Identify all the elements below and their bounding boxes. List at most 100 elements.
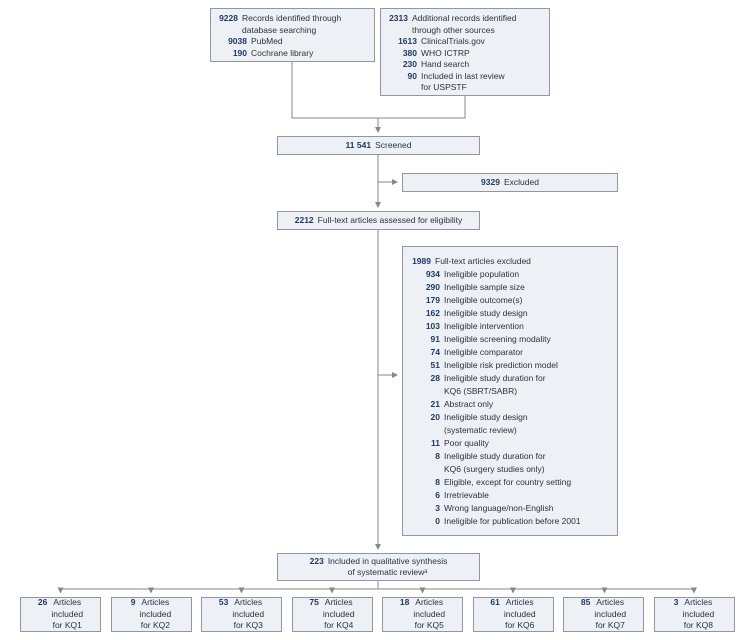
count-label: Articles included for KQ1 [51,597,84,631]
count-value: 9038 [228,36,247,46]
flow-row: 1613 ClinicalTrials.gov [386,36,544,48]
count-label: Articles included for KQ6 [503,597,536,631]
count-label: Full-text articles excluded [435,256,531,266]
count-value: 91 [430,334,440,344]
count-value: 28 [430,373,440,383]
count-value: 3 [673,597,679,608]
count-value: 380 [402,47,417,58]
count-label: Excluded [503,176,539,187]
count-label: Records identified through database sear… [242,13,342,35]
count-label: Ineligible study design [444,308,528,318]
count-label: Articles included for KQ8 [682,597,715,631]
flow-row: 9038 PubMed [216,36,369,48]
count-label: Poor quality [444,438,489,448]
count-label: Irretrievable [444,490,489,500]
count-value: 18 [399,597,410,608]
flow-row: 91 Ineligible screening modality [409,333,611,346]
flow-row: 162 Ineligible study design [409,307,611,320]
count-label: PubMed [251,36,283,46]
flow-row: 8 Eligible, except for country setting [409,476,611,489]
count-value: 26 [37,597,48,608]
count-value: 8 [435,477,440,487]
count-label: Ineligible risk prediction model [444,360,558,370]
count-value: 90 [407,70,417,81]
count-value: 75 [309,597,319,608]
count-label: ClinicalTrials.gov [421,36,485,46]
flow-row: 11 Poor quality [409,437,611,450]
count-label: Ineligible population [444,269,520,279]
count-label: Full-text articles assessed for eligibil… [317,214,463,225]
count-value: 0 [435,516,440,526]
flow-row: 8 Ineligible study duration for KQ6 (surg… [409,450,611,476]
count-value: 74 [430,347,440,357]
count-value: 11 [431,438,440,448]
count-value: 21 [430,399,440,409]
flow-row: 380 WHO ICTRP [386,48,544,60]
count-label: Eligible, except for country setting [444,477,572,487]
count-value: 3 [435,503,440,513]
flow-row: 9228 Records identified through database … [216,13,369,36]
count-value: 2313 [389,13,408,23]
count-value: 8 [435,451,440,461]
count-label: Hand search [421,59,470,69]
count-value: 1613 [398,36,417,46]
count-value: 2212 [294,214,314,225]
count-label: Articles included for KQ7 [594,597,627,631]
count-value: 9 [130,597,136,608]
count-value: 11 541 [345,139,372,150]
count-value: 103 [425,321,440,331]
count-label: Screened [375,139,412,150]
count-label: Ineligible study duration for KQ6 (surge… [444,451,546,474]
count-label: Ineligible for publication before 2001 [444,516,581,526]
count-label: Articles included for KQ4 [322,597,355,631]
count-value: 179 [425,295,440,305]
count-label: Articles included for KQ2 [139,597,172,631]
count-value: 85 [580,597,591,608]
count-value: 162 [425,308,440,318]
count-label: Cochrane library [251,47,314,58]
count-label: Ineligible sample size [444,282,525,292]
count-label: Ineligible intervention [444,321,524,331]
count-label: Ineligible screening modality [444,334,551,344]
count-value: 9329 [481,176,500,187]
count-value: 9228 [219,13,238,23]
count-value: 53 [218,597,229,608]
count-label: Ineligible study design (systematic revi… [444,412,528,435]
count-label: Articles included for KQ5 [413,597,446,631]
count-label: WHO ICTRP [421,47,470,58]
